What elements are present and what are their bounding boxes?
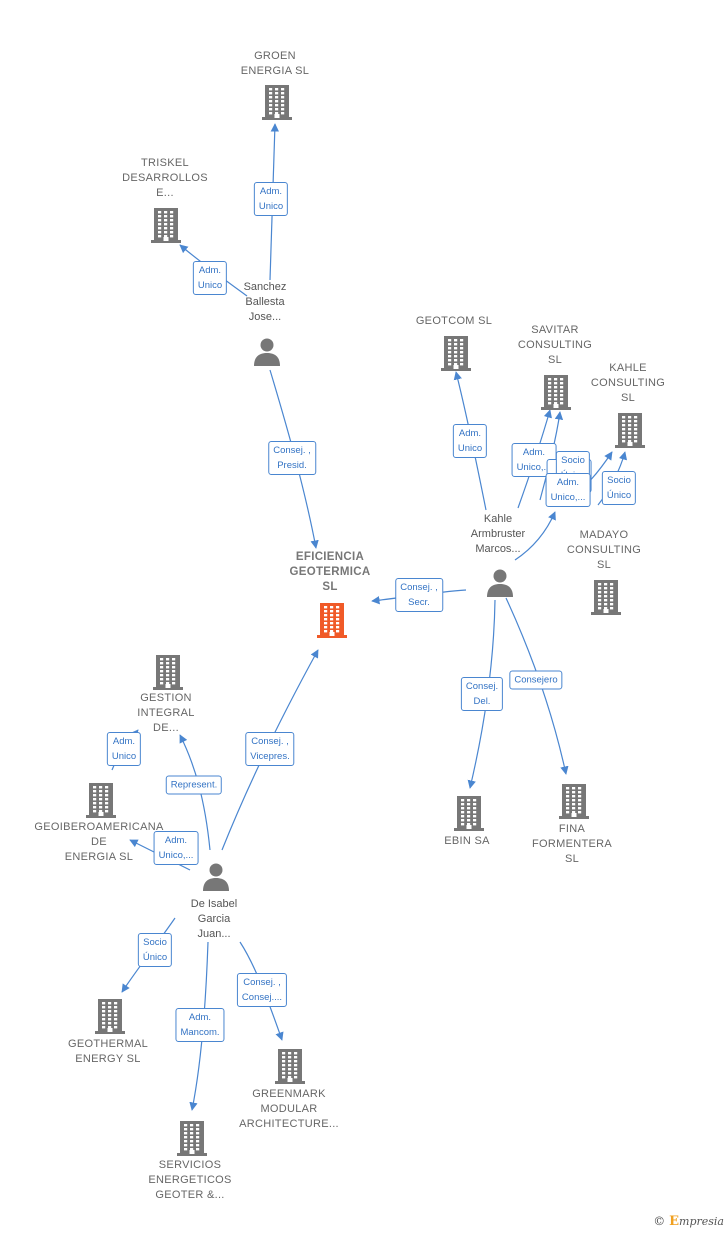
edge-label-geoibero-to-gestion[interactable]: Adm. Unico	[106, 732, 142, 766]
edge-label-deisabel-to-greenmark[interactable]: Consej. , Consej....	[236, 973, 288, 1007]
node-label-kahle_person[interactable]: Kahle Armbruster Marcos...	[470, 513, 526, 555]
building-icon-geotcom[interactable]	[441, 335, 471, 376]
node-label-fina[interactable]: FINA FORMENTERA SL	[532, 823, 612, 865]
node-label-groen[interactable]: GROEN ENERGIA SL	[240, 50, 310, 77]
empresia-watermark[interactable]: © Empresia	[653, 1214, 724, 1229]
node-label-eficiencia[interactable]: EFICIENCIA GEOTERMICA SL	[289, 551, 371, 593]
building-icon-triskel[interactable]	[151, 207, 181, 248]
edge-label-kahle_person-to-fina[interactable]: Consejero	[509, 670, 563, 690]
building-icon-ebin[interactable]	[454, 795, 484, 836]
node-label-savitar[interactable]: SAVITAR CONSULTING SL	[517, 324, 593, 366]
node-label-geotcom[interactable]: GEOTCOM SL	[415, 315, 493, 327]
building-icon-gestion[interactable]	[153, 654, 183, 695]
building-icon-groen[interactable]	[262, 84, 292, 125]
building-icon-geothermal[interactable]	[95, 998, 125, 1039]
person-icon-sanchez[interactable]	[252, 337, 282, 372]
node-label-geoibero[interactable]: GEOIBEROAMERICANA DE ENERGIA SL	[34, 821, 164, 863]
empresia-logo-initial: E	[669, 1214, 680, 1229]
node-label-servicios[interactable]: SERVICIOS ENERGETICOS GEOTER &...	[148, 1159, 232, 1201]
node-label-geothermal[interactable]: GEOTHERMAL ENERGY SL	[67, 1038, 149, 1065]
edge-kahle_person-to-madayo	[514, 511, 556, 561]
node-label-sanchez[interactable]: Sanchez Ballesta Jose...	[243, 281, 287, 323]
building-icon-greenmark[interactable]	[275, 1048, 305, 1089]
building-icon-fina[interactable]	[559, 783, 589, 824]
node-label-madayo[interactable]: MADAYO CONSULTING SL	[566, 529, 642, 571]
edge-label-deisabel-to-geoibero[interactable]: Adm. Unico,...	[153, 831, 199, 865]
person-icon-kahle_person[interactable]	[485, 568, 515, 603]
edge-label-sanchez-to-groen[interactable]: Adm. Unico	[253, 182, 289, 216]
edge-label-deisabel-to-geothermal[interactable]: Socio Único	[137, 933, 173, 967]
edge-label-kahle_person-to-geotcom[interactable]: Adm. Unico	[452, 424, 488, 458]
edge-label-sanchez-to-triskel[interactable]: Adm. Unico	[192, 261, 228, 295]
node-label-kahle_consulting[interactable]: KAHLE CONSULTING SL	[590, 362, 666, 404]
person-icon-deisabel[interactable]	[201, 862, 231, 897]
edge-label-kahle_person-to-kahle_consulting[interactable]: Socio Único	[601, 471, 637, 505]
node-label-deisabel[interactable]: De Isabel Garcia Juan...	[190, 898, 238, 940]
edge-label-deisabel-to-eficiencia[interactable]: Consej. , Vicepres.	[245, 732, 295, 766]
building-icon-kahle_consulting[interactable]	[615, 412, 645, 453]
edge-label-deisabel-to-gestion[interactable]: Represent.	[165, 775, 223, 795]
building-icon-savitar[interactable]	[541, 374, 571, 415]
empresia-logo-text: mpresia	[679, 1215, 724, 1228]
edge-label-deisabel-to-servicios[interactable]: Adm. Mancom.	[175, 1008, 225, 1042]
edge-label-sanchez-to-eficiencia[interactable]: Consej. , Presid.	[268, 441, 316, 475]
focal-building-icon-eficiencia[interactable]	[317, 602, 347, 643]
node-label-gestion[interactable]: GESTION INTEGRAL DE...	[137, 692, 195, 734]
building-icon-madayo[interactable]	[591, 579, 621, 620]
building-icon-servicios[interactable]	[177, 1120, 207, 1161]
building-icon-geoibero[interactable]	[86, 782, 116, 823]
edge-label-kahle_person-to-eficiencia[interactable]: Consej. , Secr.	[395, 578, 443, 612]
copyright-icon: ©	[653, 1214, 666, 1228]
edge-label-kahle_person-to-madayo[interactable]: Adm. Unico,...	[545, 473, 591, 507]
edge-label-kahle_person-to-ebin[interactable]: Consej. Del.	[460, 677, 504, 711]
node-label-greenmark[interactable]: GREENMARK MODULAR ARCHITECTURE...	[239, 1088, 339, 1130]
node-label-ebin[interactable]: EBIN SA	[444, 835, 490, 847]
node-label-triskel[interactable]: TRISKEL DESARROLLOS E...	[122, 157, 208, 199]
